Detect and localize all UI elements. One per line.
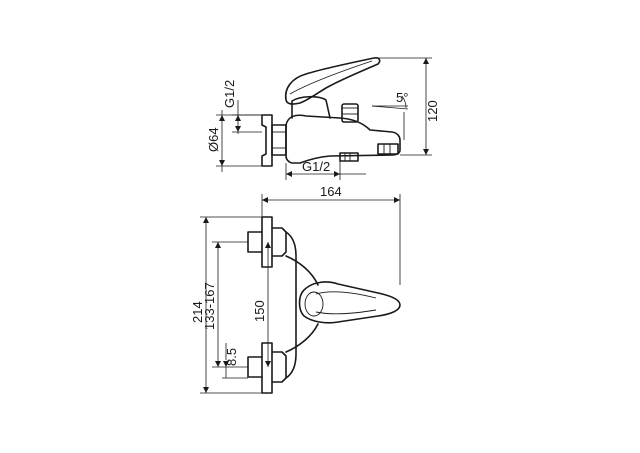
- side-view: [261, 57, 401, 167]
- side-dimensions: [216, 57, 432, 180]
- plan-escutcheon-bottom: [261, 342, 273, 394]
- side-lever-handle: [284, 57, 381, 105]
- plan-lever-handle: [298, 281, 401, 324]
- label-offset: 8.5: [224, 348, 239, 366]
- label-overall: 214: [190, 301, 205, 323]
- label-angle: 5°: [396, 90, 408, 105]
- label-height: 120: [425, 100, 440, 122]
- label-thread-bottom: G1/2: [302, 159, 330, 174]
- side-shower-outlet: [339, 152, 359, 162]
- side-cartridge-cap: [291, 95, 331, 119]
- side-body: [285, 114, 401, 164]
- label-diameter: Ø64: [206, 127, 221, 152]
- label-centres: 133-167: [202, 282, 217, 330]
- side-escutcheon: [261, 114, 273, 167]
- plan-body: [285, 231, 297, 379]
- side-spout-outlet: [377, 143, 399, 155]
- label-width: 164: [320, 184, 342, 199]
- label-thread-top: G1/2: [222, 80, 237, 108]
- plan-escutcheon-top: [261, 216, 273, 268]
- side-diverter-knob: [341, 103, 359, 123]
- plan-dimensions: [200, 194, 401, 394]
- side-connector: [271, 124, 287, 156]
- label-spout-centre: 150: [252, 300, 267, 322]
- plan-view: [247, 216, 401, 394]
